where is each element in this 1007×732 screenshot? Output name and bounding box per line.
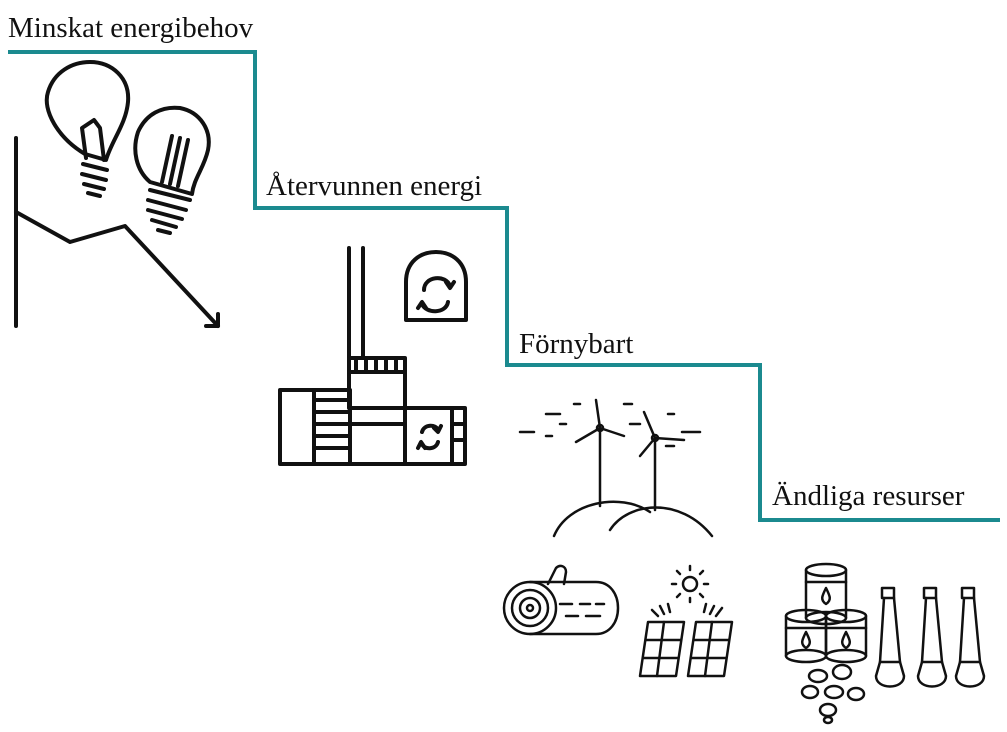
recycling-plant-icon — [278, 246, 468, 466]
gas-cylinder-icon — [874, 586, 986, 688]
light-bulb-icon — [44, 60, 211, 235]
oil-barrel-icon — [784, 562, 868, 664]
firewood-log-icon — [502, 564, 620, 636]
wind-turbine-icon — [518, 398, 714, 538]
step-label-finite-resources: Ändliga resurser — [772, 480, 965, 512]
step-label-recovered-energy: Återvunnen energi — [266, 170, 483, 202]
step-label-renewables: Förnybart — [519, 328, 634, 360]
downward-trend-arrow-icon — [14, 136, 220, 328]
solar-panel-icon — [638, 564, 734, 678]
coal-pile-icon — [800, 663, 866, 725]
step-label-reduced-energy-need: Minskat energibehov — [8, 12, 254, 44]
staircase-line — [8, 50, 1000, 522]
